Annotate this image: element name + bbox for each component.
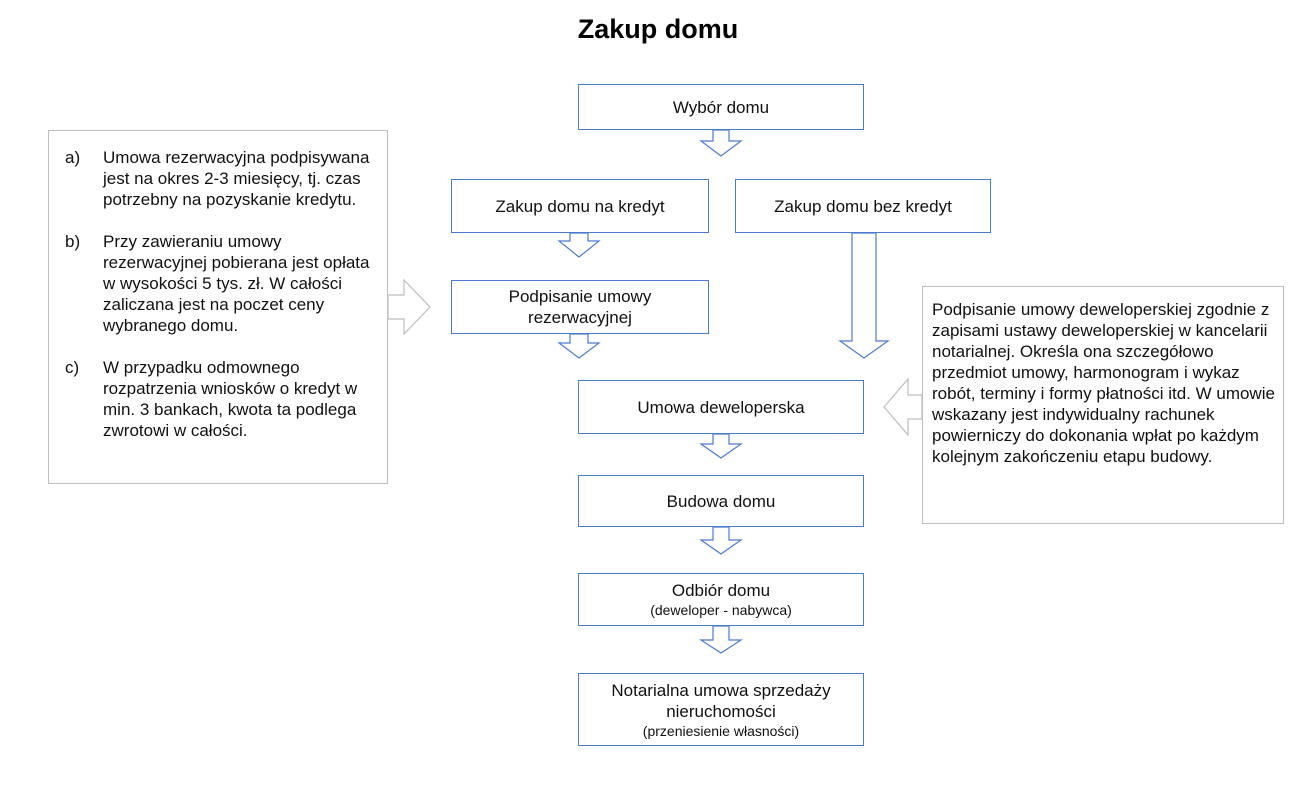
box-wybor-domu-label: Wybór domu: [672, 97, 770, 117]
annotation-item: a) Umowa rezerwacyjna podpisywana jest n…: [65, 147, 377, 210]
arrow-down-icon: [699, 129, 743, 157]
annotation-item-letter: c): [65, 358, 80, 377]
annotation-item: c) W przypadku odmownego rozpatrzenia wn…: [65, 357, 377, 441]
arrow-down-icon: [557, 333, 601, 359]
box-podpisanie-umowy-rezerwacyjnej: Podpisanie umowy rezerwacyjnej: [451, 280, 709, 334]
arrow-down-icon: [699, 433, 743, 459]
box-odbior-domu-sublabel: (deweloper - nabywca): [650, 602, 792, 618]
annotation-item-text: W przypadku odmownego rozpatrzenia wnios…: [103, 358, 358, 440]
arrow-down-long-icon: [838, 232, 890, 359]
box-budowa-domu-label: Budowa domu: [666, 491, 776, 511]
arrow-down-icon: [699, 526, 743, 555]
annotation-item-text: Umowa rezerwacyjna podpisywana jest na o…: [103, 148, 370, 209]
annotation-item-letter: a): [65, 148, 81, 167]
box-umowa-deweloperska-label: Umowa deweloperska: [637, 397, 805, 417]
right-annotation-text: Podpisanie umowy deweloperskiej zgodnie …: [932, 300, 1275, 466]
box-notarialna-umowa-sublabel: (przeniesienie własności): [642, 722, 800, 739]
diagram-title: Zakup domu: [577, 14, 739, 44]
box-notarialna-umowa: Notarialna umowa sprzedaży nieruchomości…: [578, 673, 864, 746]
box-zakup-bez-kredyt: Zakup domu bez kredyt: [735, 179, 991, 233]
box-wybor-domu: Wybór domu: [578, 84, 864, 130]
right-annotation: Podpisanie umowy deweloperskiej zgodnie …: [922, 286, 1284, 524]
arrow-down-icon: [698, 625, 744, 654]
box-notarialna-umowa-label: Notarialna umowa sprzedaży nieruchomości: [611, 680, 831, 721]
annotation-item-letter: b): [65, 232, 81, 251]
arrow-down-icon: [557, 232, 601, 258]
annotation-item-text: Przy zawieraniu umowy rezerwacyjnej pobi…: [103, 232, 370, 335]
arrow-left-icon: [883, 377, 923, 437]
box-podpisanie-umowy-rezerwacyjnej-label: Podpisanie umowy rezerwacyjnej: [508, 287, 652, 327]
box-umowa-deweloperska: Umowa deweloperska: [578, 380, 864, 434]
box-odbior-domu-label: Odbiór domu: [671, 581, 771, 600]
arrow-right-icon: [387, 278, 431, 336]
box-zakup-bez-kredyt-label: Zakup domu bez kredyt: [774, 196, 952, 216]
left-annotation: a) Umowa rezerwacyjna podpisywana jest n…: [48, 130, 388, 484]
box-zakup-na-kredyt-label: Zakup domu na kredyt: [495, 196, 665, 216]
annotation-item: b) Przy zawieraniu umowy rezerwacyjnej p…: [65, 231, 377, 336]
box-budowa-domu: Budowa domu: [578, 475, 864, 527]
box-odbior-domu: Odbiór domu (deweloper - nabywca): [578, 573, 864, 626]
